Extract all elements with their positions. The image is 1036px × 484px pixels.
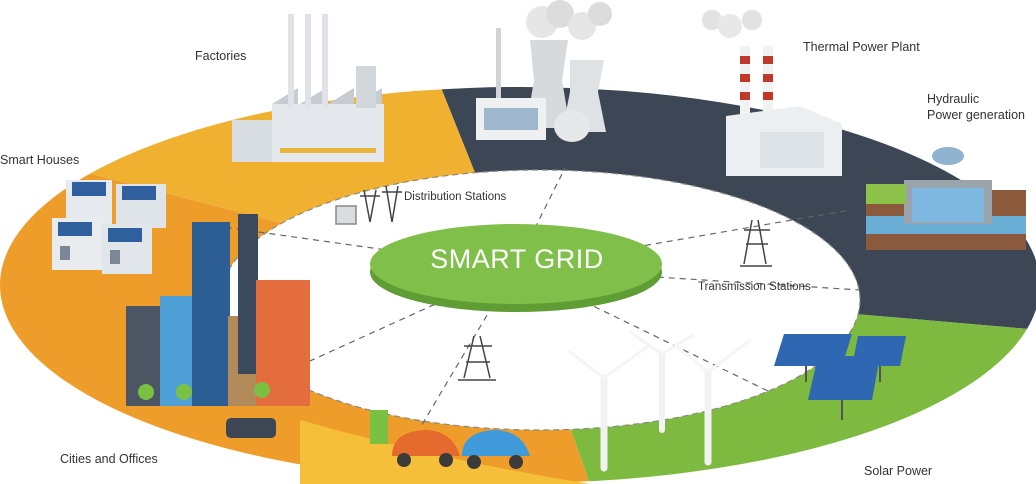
distribution-pylon-icon [335, 185, 402, 225]
city-icon [126, 214, 310, 438]
solar-panels-icon [774, 334, 906, 420]
wind-turbines-icon [568, 330, 752, 472]
label-thermal-power-plant: Thermal Power Plant [803, 40, 920, 54]
hydro-dam-icon [866, 147, 1026, 250]
label-solar-power: Solar Power [864, 464, 933, 478]
label-cities-offices: Cities and Offices [60, 452, 158, 466]
ring-sector-ev [300, 420, 590, 484]
label-hydraulic-line2: Power generation [927, 108, 1025, 122]
cooling-towers-icon [476, 0, 612, 142]
factory-icon [232, 14, 384, 162]
transmission-pylon-icon [740, 219, 772, 267]
ev-cars-icon [370, 410, 530, 469]
center-disc [370, 224, 662, 304]
center-title: SMART GRID [430, 244, 604, 274]
center-pylon-icon [458, 335, 496, 381]
inner-ellipse-border [219, 169, 861, 431]
label-transmission-stations: Transmission Stations [698, 281, 811, 293]
label-hydraulic-line1: Hydraulic [927, 92, 980, 106]
thermal-plant-icon [702, 10, 842, 176]
label-smart-houses: Smart Houses [0, 153, 80, 167]
label-factories: Factories [195, 49, 247, 63]
smart-houses-icon [52, 180, 166, 274]
label-distribution-stations: Distribution Stations [404, 191, 507, 203]
